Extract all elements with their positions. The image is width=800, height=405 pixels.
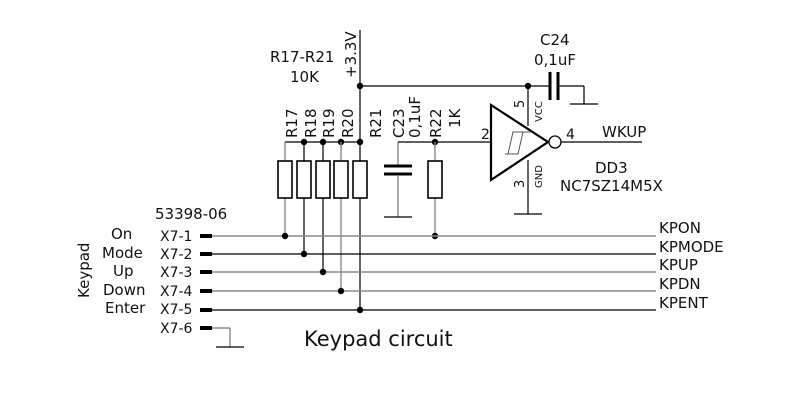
pin-label: X7-3	[160, 265, 192, 281]
supply-label: +3.3V	[342, 31, 360, 78]
supply-rail: +3.3V	[342, 30, 550, 310]
key-label: Up	[113, 262, 134, 280]
pin-out: 4	[566, 127, 575, 143]
net-label: KPENT	[659, 294, 709, 312]
net-label: KPUP	[659, 256, 698, 274]
resistor-label: R21	[367, 108, 385, 138]
schmitt-trigger-icon	[505, 131, 532, 155]
resistor-r18	[296, 142, 312, 254]
resistor-label: R20	[339, 108, 357, 138]
capacitor-c23	[384, 142, 412, 218]
resistor-r22	[398, 138, 490, 240]
pin-vcc: 5	[513, 100, 528, 108]
resistor-label: R19	[320, 108, 338, 138]
c24-ref: C24	[540, 31, 570, 49]
output-net-label: WKUP	[602, 123, 646, 141]
resistor-r20	[333, 142, 349, 291]
key-label: Down	[103, 281, 146, 299]
gnd-label: GND	[534, 165, 545, 188]
capacitor-c24	[524, 72, 598, 105]
resistor-label: R18	[302, 108, 320, 138]
r22-value: 1K	[446, 107, 464, 128]
ic-ref: DD3	[595, 159, 628, 177]
ic-dd3-inverter	[489, 86, 642, 215]
diagram-title: Keypad circuit	[304, 327, 453, 351]
c23-ref: C23	[390, 108, 408, 138]
pin-label: X7-2	[160, 247, 192, 263]
c23-value: 0,1uF	[406, 96, 424, 138]
connector-part: 53398-06	[155, 205, 227, 223]
net-label: KPON	[659, 219, 701, 237]
net-label: KPDN	[659, 275, 701, 293]
pin-label: X7-1	[160, 229, 192, 245]
resistor-group-value: 10K	[290, 68, 320, 86]
pin-label: X7-6	[160, 321, 193, 337]
net-label: KPMODE	[659, 238, 724, 256]
pin-label: X7-4	[160, 284, 193, 300]
connector-pins: On X7-1 KPON Mode X7-2 KPMODE Up X7-3 KP…	[102, 219, 724, 348]
resistor-r21	[352, 160, 368, 199]
resistor-r17	[277, 142, 293, 236]
resistor-r19	[315, 142, 331, 272]
ic-part: NC7SZ14M5X	[560, 177, 663, 195]
c24-value: 0,1uF	[534, 51, 576, 69]
resistor-label: R17	[283, 108, 301, 138]
key-label: On	[111, 225, 132, 243]
r22-ref: R22	[427, 108, 445, 138]
resistor-group-ref: R17-R21	[270, 48, 334, 66]
key-label: Mode	[102, 244, 143, 262]
keypad-label: Keypad	[75, 243, 93, 298]
pin-in: 2	[481, 127, 490, 143]
key-label: Enter	[105, 299, 146, 317]
pin-label: X7-5	[160, 302, 192, 318]
pin-gnd: 3	[513, 180, 528, 188]
vcc-label: VCC	[534, 101, 545, 122]
